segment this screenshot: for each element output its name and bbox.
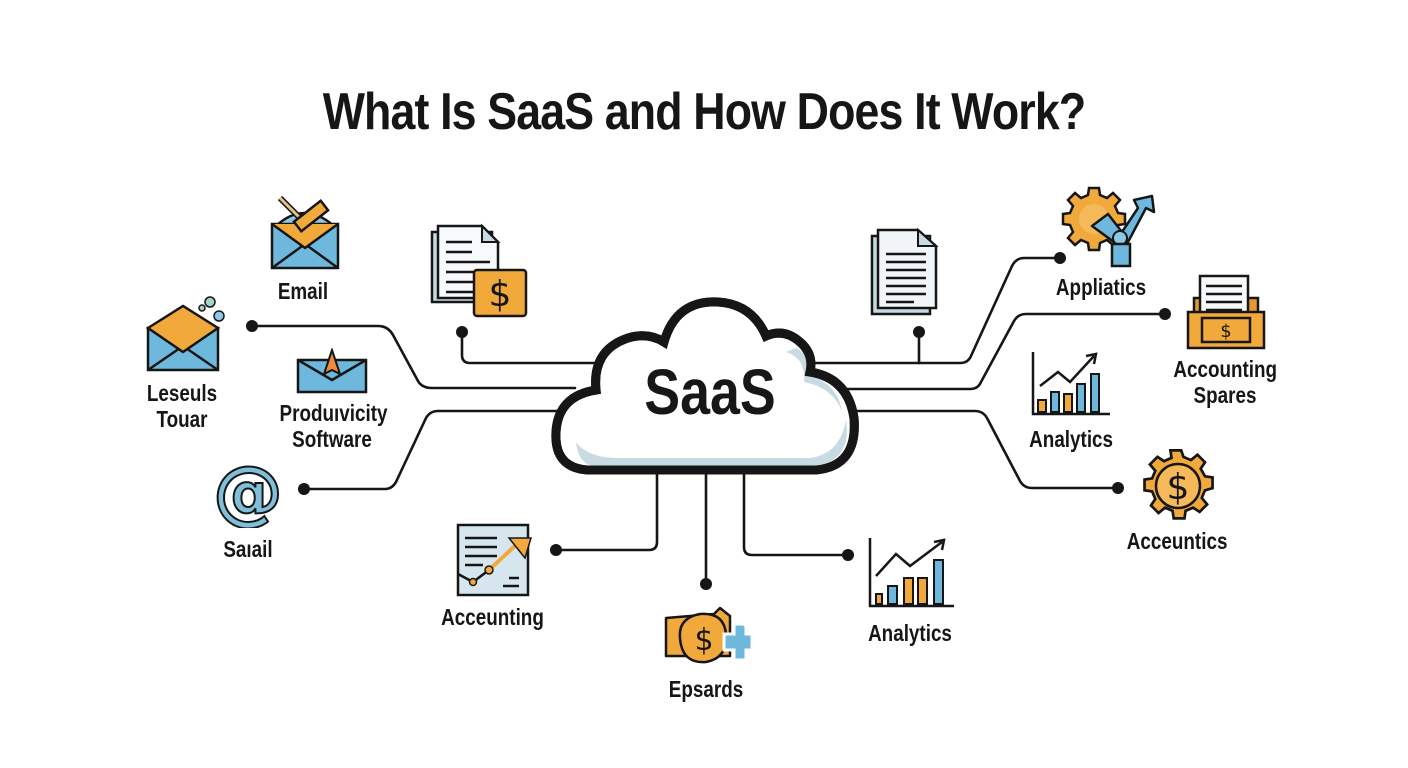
gear-robot-arm-icon [1061, 186, 1156, 268]
node-analytics-right-label: Analytics [1029, 426, 1114, 452]
center-label: SaaS [644, 356, 776, 428]
node-acceuntics-label: Acceuntics [1126, 528, 1228, 554]
envelope-arrow-icon [296, 348, 368, 394]
node-productivity-software-label: Produıvicity Software [279, 400, 388, 452]
report-chart-icon [456, 523, 533, 597]
page-title: What Is SaaS and How Does It Work? [322, 83, 1086, 141]
svg-text:$: $ [489, 274, 512, 315]
at-sign-icon: @ [212, 460, 284, 528]
document-icon [870, 228, 939, 316]
node-leseuls-touar-label: Leseuls Touar [146, 380, 218, 432]
svg-text:$: $ [694, 623, 713, 658]
cloud-icon [551, 297, 859, 475]
document-dollar-icon: $ [430, 223, 528, 318]
bar-chart-icon [868, 538, 954, 608]
svg-text:$: $ [1167, 467, 1190, 508]
node-epsards-label: Epsards [668, 676, 744, 702]
bar-chart-icon [1031, 352, 1110, 416]
svg-text:@: @ [213, 460, 283, 528]
open-envelope-icon [145, 296, 225, 372]
gear-dollar-icon: $ [1143, 449, 1214, 520]
money-plus-icon: $ [664, 606, 754, 664]
svg-text:$: $ [1220, 321, 1231, 342]
node-saiail-label: Saıail [223, 536, 273, 562]
node-analytics-bottom-label: Analytics [868, 620, 952, 646]
node-accounting-spares-label: Accounting Spares [1173, 356, 1278, 408]
node-email-label: Email [277, 278, 329, 304]
node-accounting-left-label: Acceunting [441, 604, 544, 630]
cash-register-icon: $ [1186, 274, 1266, 350]
node-appliatics-label: Appliatics [1055, 274, 1147, 300]
envelope-hammer-icon [270, 195, 340, 270]
